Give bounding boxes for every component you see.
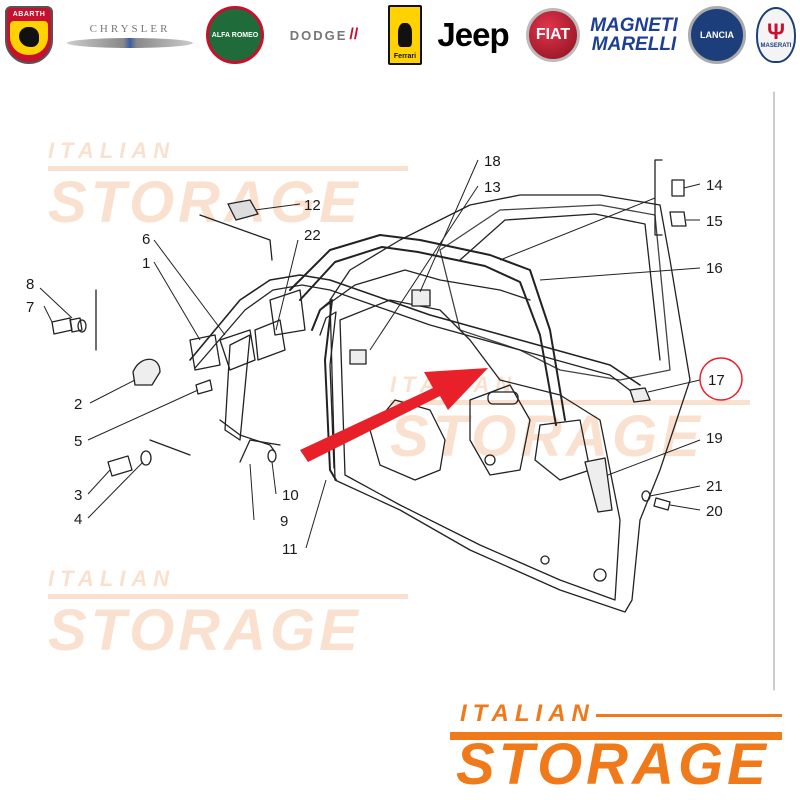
jeep-logo-text: Jeep bbox=[437, 16, 509, 53]
dodge-logo: DODGE// bbox=[270, 4, 378, 66]
part-label-20: 20 bbox=[706, 503, 723, 520]
part-label-4: 4 bbox=[74, 511, 82, 528]
part-label-13: 13 bbox=[484, 179, 501, 196]
window-glass bbox=[439, 204, 671, 381]
footer-logo-big-text: STORAGE bbox=[456, 732, 770, 797]
lancia-logo-text: LANCIA bbox=[688, 6, 746, 64]
italian-storage-logo: ITALIAN STORAGE bbox=[446, 700, 786, 796]
part-label-5: 5 bbox=[74, 433, 82, 450]
washer-21 bbox=[641, 490, 651, 502]
abarth-logo-text: ABARTH bbox=[12, 11, 46, 18]
clip-12 bbox=[227, 199, 259, 221]
maserati-logo-text: MASERATI bbox=[760, 43, 792, 49]
part-label-12: 12 bbox=[304, 197, 321, 214]
magneti-marelli-logo: MAGNETI MARELLI bbox=[588, 4, 680, 66]
part-label-14: 14 bbox=[706, 177, 723, 194]
washer-10 bbox=[267, 449, 277, 463]
jeep-logo: Jeep bbox=[430, 4, 516, 66]
part-label-1: 1 bbox=[142, 255, 150, 272]
screw-14 bbox=[671, 179, 685, 197]
part-label-16: 16 bbox=[706, 260, 723, 277]
part-label-21: 21 bbox=[706, 478, 723, 495]
part-label-15: 15 bbox=[706, 213, 723, 230]
part-label-11: 11 bbox=[282, 541, 298, 558]
glass-run-channel bbox=[289, 234, 566, 421]
lancia-logo: LANCIA bbox=[686, 4, 748, 66]
cap-2 bbox=[132, 358, 161, 386]
alfa-romeo-logo: ALFA ROMEO bbox=[203, 4, 267, 66]
footer-logo-small-text: ITALIAN bbox=[460, 700, 595, 727]
guide-rail bbox=[189, 274, 641, 386]
part-label-18: 18 bbox=[484, 153, 501, 170]
dodge-logo-stripes: // bbox=[349, 26, 359, 43]
highlight-circle bbox=[699, 357, 743, 401]
alfa-romeo-logo-text: ALFA ROMEO bbox=[206, 6, 264, 64]
marelli-logo-text: MARELLI bbox=[591, 34, 677, 55]
highlight-arrow bbox=[300, 368, 488, 462]
vertical-strip bbox=[224, 334, 251, 441]
part-label-7: 7 bbox=[26, 299, 34, 316]
chrysler-logo-text: CHRYSLER bbox=[89, 22, 171, 35]
part-label-17: 17 bbox=[708, 372, 725, 389]
screw-7 bbox=[51, 317, 83, 335]
part-label-9: 9 bbox=[280, 513, 288, 530]
hinge-19 bbox=[584, 457, 613, 513]
fiat-logo: FIAT bbox=[524, 4, 582, 66]
part-label-22: 22 bbox=[304, 227, 321, 244]
washer-4 bbox=[140, 450, 152, 466]
screw-20 bbox=[653, 497, 671, 511]
part-label-2: 2 bbox=[74, 396, 82, 413]
part-label-19: 19 bbox=[706, 430, 723, 447]
part-label-8: 8 bbox=[26, 276, 34, 293]
trident-icon: Ψ bbox=[767, 19, 785, 44]
magneti-logo-text: MAGNETI bbox=[590, 15, 678, 36]
brand-logo-strip: ABARTH CHRYSLER ALFA ROMEO DODGE// Ferra… bbox=[0, 0, 800, 72]
ferrari-logo-text: Ferrari bbox=[393, 53, 417, 60]
washer-8 bbox=[77, 319, 87, 333]
end-piece-17 bbox=[629, 387, 651, 403]
door-shell bbox=[329, 194, 691, 613]
screw-5 bbox=[195, 379, 213, 395]
part-label-10: 10 bbox=[282, 487, 299, 504]
part-label-6: 6 bbox=[142, 231, 150, 248]
chrysler-logo: CHRYSLER bbox=[64, 4, 196, 66]
dodge-logo-text: DODGE bbox=[289, 27, 348, 43]
screw-3 bbox=[107, 455, 133, 477]
part-label-3: 3 bbox=[74, 487, 82, 504]
nut-15 bbox=[669, 211, 687, 227]
abarth-logo: ABARTH bbox=[2, 4, 56, 66]
ferrari-logo: Ferrari bbox=[386, 4, 424, 66]
fiat-logo-text: FIAT bbox=[526, 8, 580, 62]
vertical-seal bbox=[311, 299, 337, 481]
prancing-horse-icon bbox=[398, 23, 412, 47]
